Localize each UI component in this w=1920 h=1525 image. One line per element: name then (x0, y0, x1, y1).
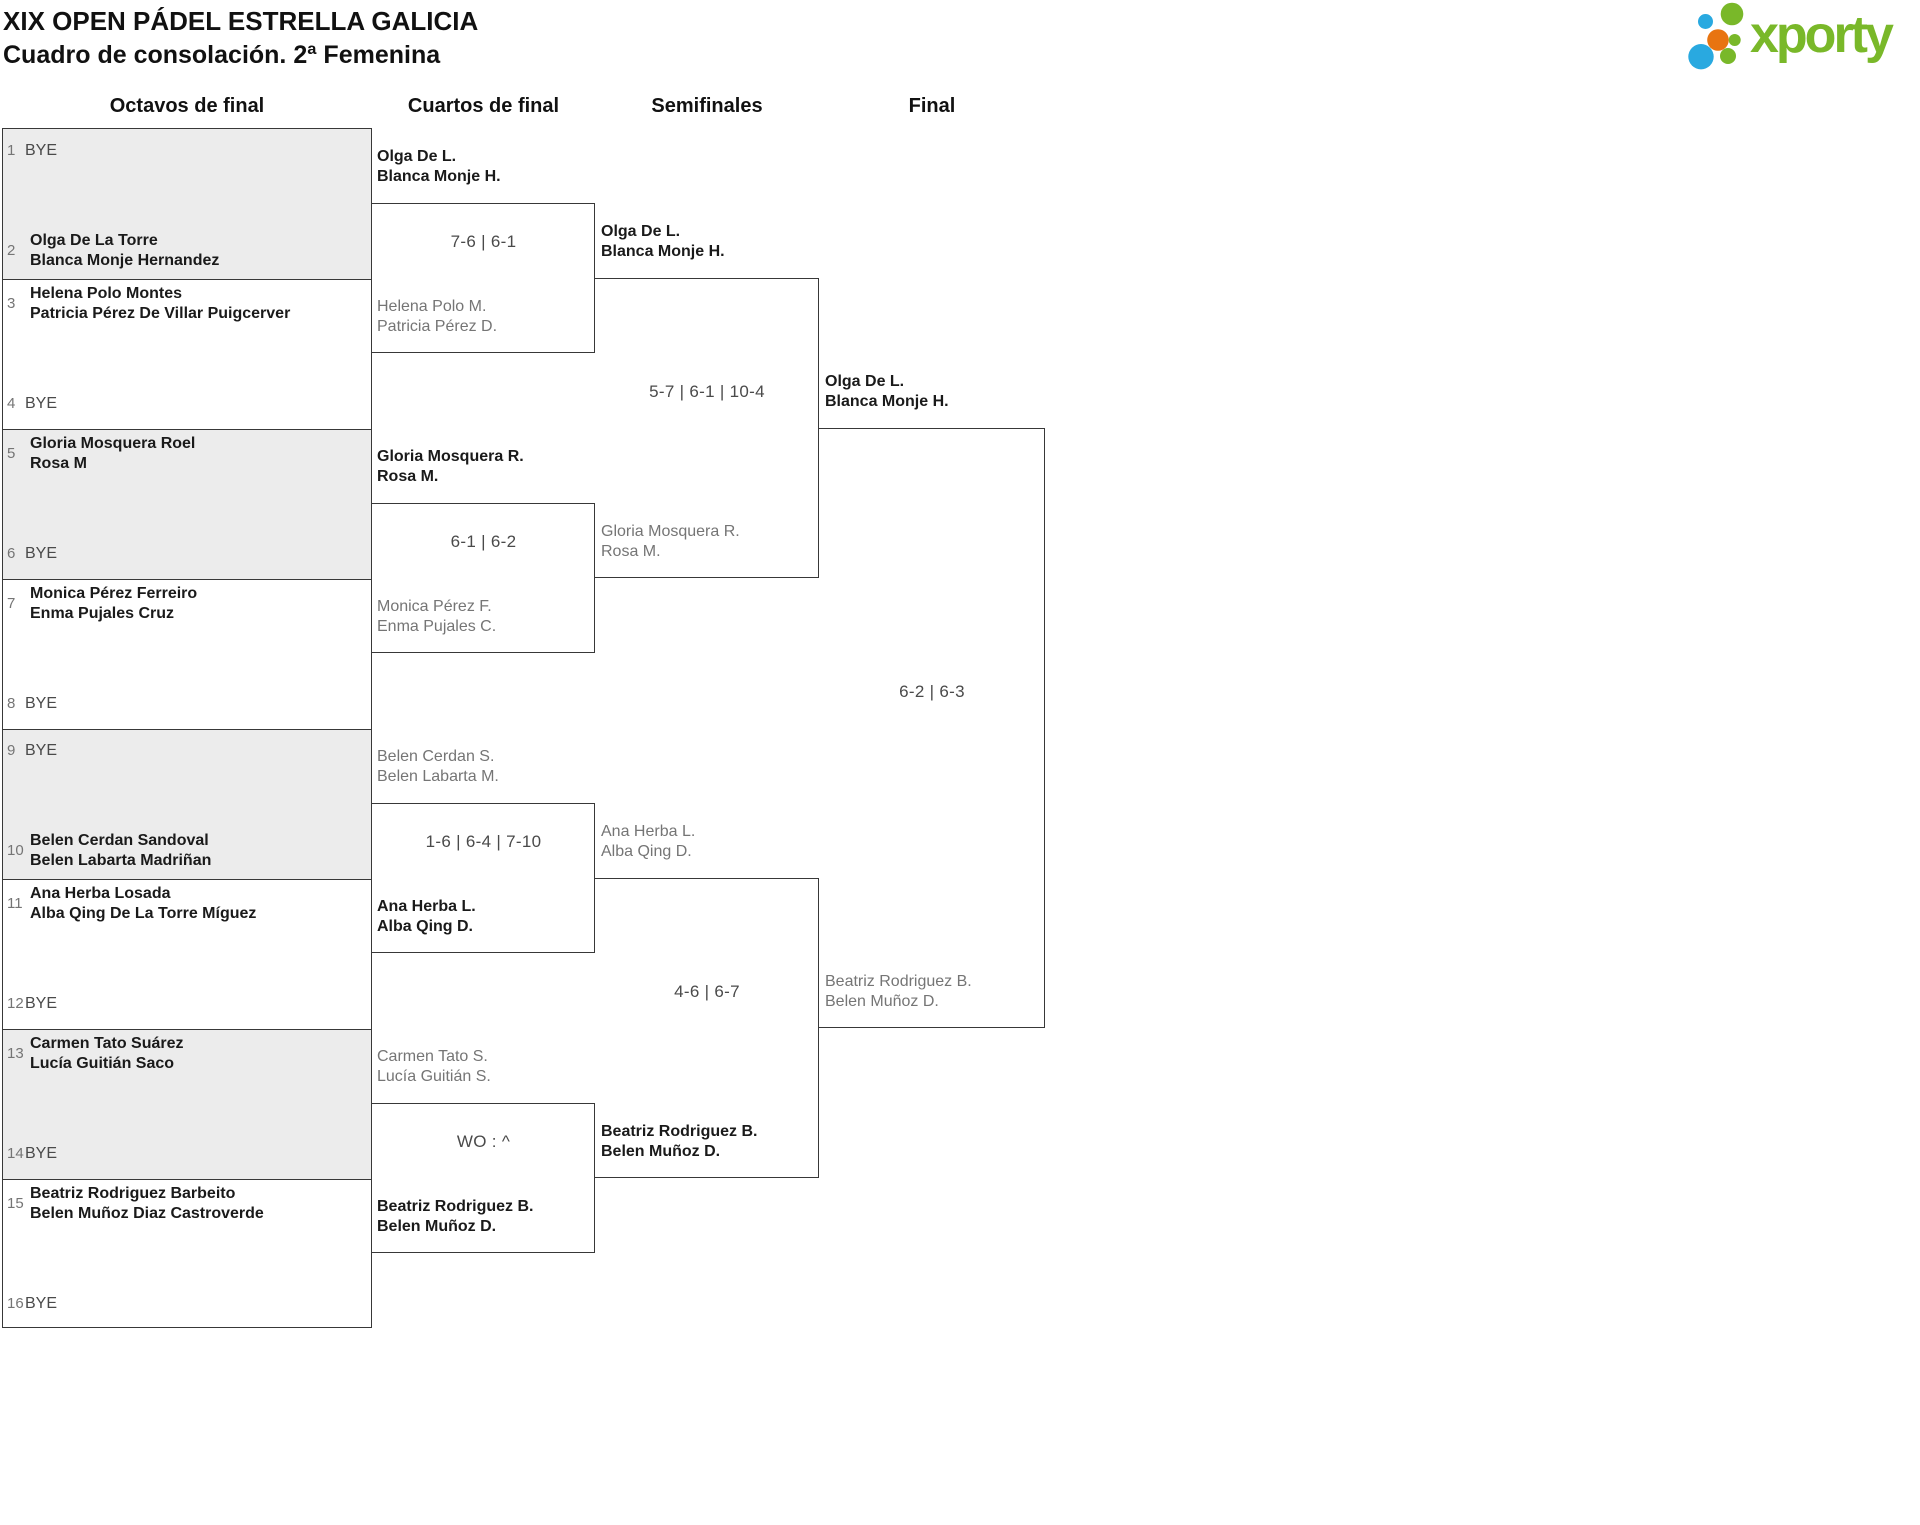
quarterfinal-4-box (372, 1103, 595, 1253)
final-team2-label: Beatriz Rodriguez B. Belen Muñoz D. (825, 973, 972, 1010)
round-header-final: Final (908, 95, 956, 117)
r16-slot-8: 8 BYE (3, 694, 367, 714)
match-stripe (3, 129, 371, 279)
team-name: Belen Cerdan Sandoval Belen Labarta Madr… (30, 832, 212, 869)
sf2-score: 4-6 | 6-7 (674, 982, 740, 1001)
match-divider (3, 279, 371, 280)
final-box (819, 428, 1045, 1028)
team-name: Beatriz Rodriguez Barbeito Belen Muñoz D… (30, 1185, 264, 1222)
seed-number: 10 (7, 842, 24, 859)
logo-dots-icon (1688, 2, 1744, 70)
r16-slot-7: 7 Monica Pérez Ferreiro Enma Pujales Cru… (3, 584, 367, 624)
r16-slot-12: 12 BYE (3, 994, 367, 1014)
match-stripe (3, 729, 371, 879)
qf1-score: 7-6 | 6-1 (450, 232, 517, 251)
bye-label: BYE (25, 545, 58, 562)
qf1-team2-label: Helena Polo M. Patricia Pérez D. (377, 298, 498, 335)
bye-label: BYE (25, 142, 58, 159)
r16-slot-5: 5 Gloria Mosquera Roel Rosa M (3, 434, 367, 474)
qf2-team2-label: Monica Pérez F. Enma Pujales C. (377, 598, 497, 635)
r16-slot-4: 4 BYE (3, 394, 367, 414)
match-divider (3, 579, 371, 580)
qf1-team1-label: Olga De L. Blanca Monje H. (377, 148, 501, 185)
qf2-score: 6-1 | 6-2 (450, 532, 517, 551)
seed-number: 5 (7, 445, 16, 462)
seed-number: 8 (7, 695, 16, 712)
sf1-score: 5-7 | 6-1 | 10-4 (649, 382, 765, 401)
round-header-octavos: Octavos de final (109, 95, 265, 117)
bye-label: BYE (25, 1145, 58, 1162)
qf4-team2-label: Beatriz Rodriguez B. Belen Muñoz D. (377, 1198, 534, 1235)
final-team1-label: Olga De L. Blanca Monje H. (825, 373, 949, 410)
seed-number: 4 (7, 395, 16, 412)
team-name: Olga De La Torre Blanca Monje Hernandez (30, 232, 220, 269)
sf1-team2-label: Gloria Mosquera R. Rosa M. (601, 523, 740, 560)
qf4-score: WO : ^ (456, 1132, 511, 1151)
match-stripe (3, 429, 371, 579)
page-subtitle: Cuadro de consolación. 2ª Femenina (3, 41, 441, 69)
team-name: Gloria Mosquera Roel Rosa M (30, 435, 196, 472)
seed-number: 16 (7, 1295, 24, 1312)
seed-number: 15 (7, 1195, 24, 1212)
sf1-team1-label: Olga De L. Blanca Monje H. (601, 223, 725, 260)
r16-slot-1: 1 BYE (3, 141, 367, 161)
final-score: 6-2 | 6-3 (899, 682, 965, 701)
qf4-team1-label: Carmen Tato S. Lucía Guitián S. (377, 1048, 491, 1085)
r16-slot-14: 14 BYE (3, 1144, 367, 1164)
r16-slot-10: 10 Belen Cerdan Sandoval Belen Labarta M… (3, 831, 367, 871)
sf2-team1-label: Ana Herba L. Alba Qing D. (601, 823, 696, 860)
seed-number: 12 (7, 995, 24, 1012)
octavos-column (2, 128, 372, 1328)
quarterfinal-3-box (372, 803, 595, 953)
bye-label: BYE (25, 695, 58, 712)
seed-number: 3 (7, 295, 16, 312)
team-name: Carmen Tato Suárez Lucía Guitián Saco (30, 1035, 184, 1072)
quarterfinal-1-box (372, 203, 595, 353)
bye-label: BYE (25, 1295, 58, 1312)
r16-slot-3: 3 Helena Polo Montes Patricia Pérez De V… (3, 284, 367, 324)
logo-wordmark: xporty (1750, 6, 1894, 64)
qf3-score: 1-6 | 6-4 | 7-10 (425, 832, 542, 851)
team-name: Helena Polo Montes Patricia Pérez De Vil… (30, 285, 291, 322)
xporty-logo[interactable]: xporty (1686, 0, 1918, 78)
match-stripe (3, 1029, 371, 1179)
seed-number: 7 (7, 595, 16, 612)
match-divider (3, 879, 371, 880)
match-divider (3, 729, 371, 730)
r16-slot-13: 13 Carmen Tato Suárez Lucía Guitián Saco (3, 1034, 367, 1074)
r16-slot-15: 15 Beatriz Rodriguez Barbeito Belen Muño… (3, 1184, 367, 1224)
r16-slot-6: 6 BYE (3, 544, 367, 564)
sf2-team2-label: Beatriz Rodriguez B. Belen Muñoz D. (601, 1123, 758, 1160)
bye-label: BYE (25, 395, 58, 412)
seed-number: 2 (7, 242, 16, 259)
round-header-cuartos: Cuartos de final (407, 95, 560, 117)
r16-slot-9: 9 BYE (3, 741, 367, 761)
qf2-team1-label: Gloria Mosquera R. Rosa M. (377, 448, 524, 485)
match-divider (3, 1029, 371, 1030)
seed-number: 1 (7, 142, 16, 159)
qf3-team2-label: Ana Herba L. Alba Qing D. (377, 898, 476, 935)
seed-number: 9 (7, 742, 16, 759)
seed-number: 13 (7, 1045, 24, 1062)
match-divider (3, 1179, 371, 1180)
seed-number: 14 (7, 1145, 24, 1162)
semifinal-2-box (595, 878, 819, 1178)
r16-slot-2: 2 Olga De La Torre Blanca Monje Hernande… (3, 231, 367, 271)
qf3-team1-label: Belen Cerdan S. Belen Labarta M. (377, 748, 499, 785)
r16-slot-16: 16 BYE (3, 1294, 367, 1314)
r16-slot-11: 11 Ana Herba Losada Alba Qing De La Torr… (3, 884, 367, 924)
semifinal-1-box (595, 278, 819, 578)
seed-number: 11 (7, 895, 23, 912)
seed-number: 6 (7, 545, 16, 562)
round-header-semifinales: Semifinales (651, 95, 763, 117)
team-name: Ana Herba Losada Alba Qing De La Torre M… (30, 885, 257, 922)
page-title: XIX OPEN PÁDEL ESTRELLA GALICIA (3, 6, 479, 36)
match-divider (3, 429, 371, 430)
quarterfinal-2-box (372, 503, 595, 653)
bye-label: BYE (25, 742, 58, 759)
bye-label: BYE (25, 995, 58, 1012)
team-name: Monica Pérez Ferreiro Enma Pujales Cruz (30, 585, 198, 622)
